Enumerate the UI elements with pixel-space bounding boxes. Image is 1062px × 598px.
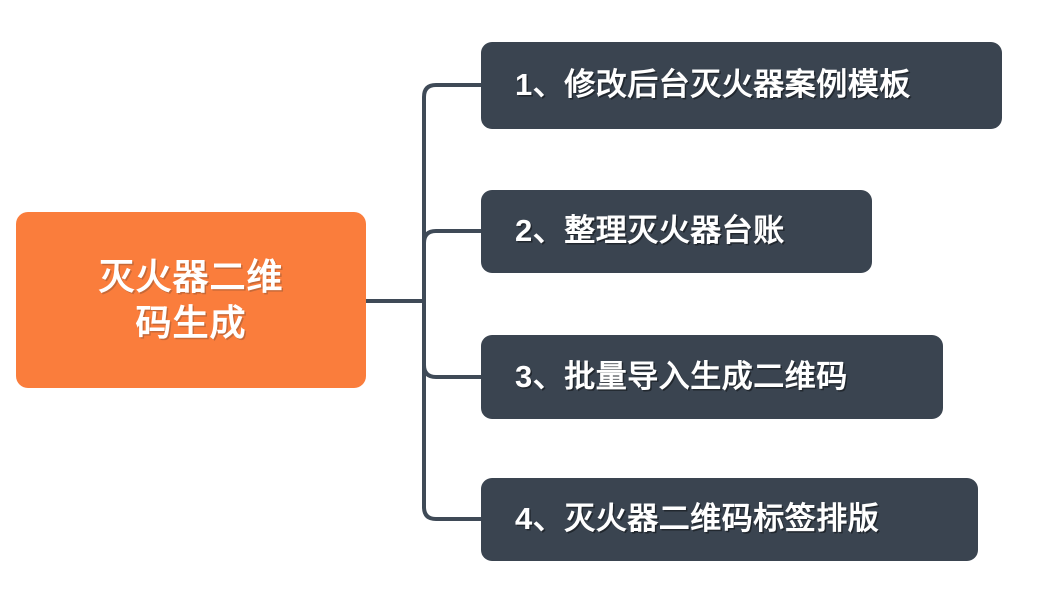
branch-node-4[interactable]: 4、灭火器二维码标签排版 xyxy=(481,478,978,561)
root-node[interactable]: 灭火器二维 码生成 xyxy=(16,212,366,388)
connector-branch-2 xyxy=(422,229,481,244)
connector-trunk-branch-4 xyxy=(422,301,481,521)
branch-node-3[interactable]: 3、批量导入生成二维码 xyxy=(481,335,943,419)
root-node-label: 灭火器二维 码生成 xyxy=(98,255,284,343)
connector-trunk-branch-1 xyxy=(422,83,481,301)
branch-node-1-label: 1、修改后台灭火器案例模板 xyxy=(515,67,911,103)
branch-node-1[interactable]: 1、修改后台灭火器案例模板 xyxy=(481,42,1002,129)
branch-node-2[interactable]: 2、整理灭火器台账 xyxy=(481,190,872,273)
branch-node-4-label: 4、灭火器二维码标签排版 xyxy=(515,501,880,537)
branch-node-3-label: 3、批量导入生成二维码 xyxy=(515,358,848,394)
connector-branch-3 xyxy=(422,364,481,379)
branch-node-2-label: 2、整理灭火器台账 xyxy=(515,213,785,249)
